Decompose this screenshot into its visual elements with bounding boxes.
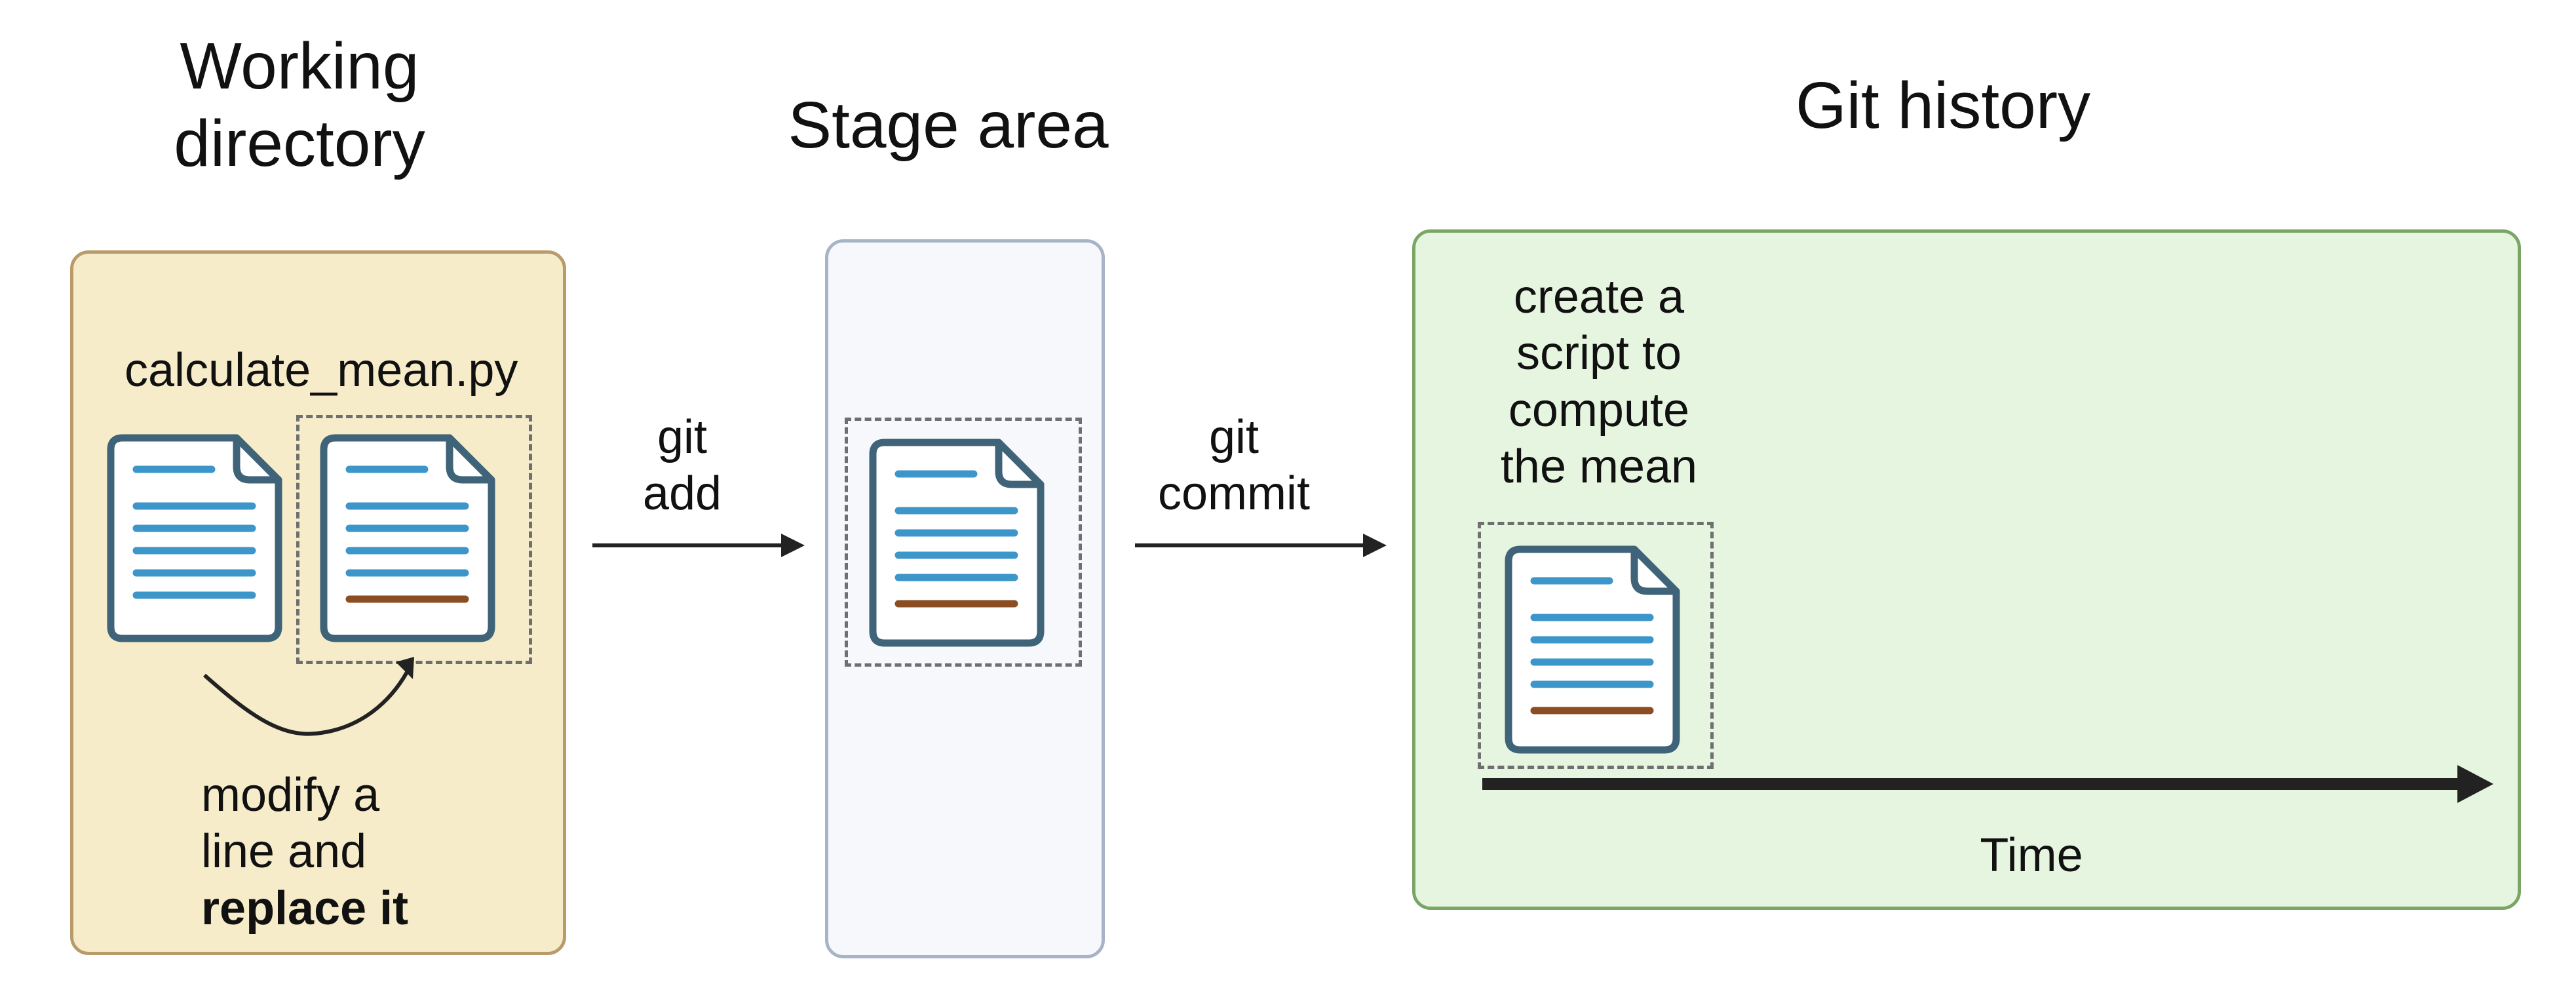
staged-file-dashed-box [845, 418, 1082, 667]
modify-note-line-2: line and [201, 825, 367, 878]
commit-message-line-1: create a [1513, 271, 1685, 323]
git-add-label: git add [643, 409, 721, 522]
git-commit-label-line-2: commit [1158, 467, 1310, 520]
original-file-icon [107, 434, 282, 642]
stage-area-heading: Stage area [788, 88, 1109, 162]
time-axis-label: Time [1980, 829, 2083, 882]
working-directory-heading-line-2: directory [174, 107, 425, 180]
modify-note-bold-line: replace it [201, 882, 409, 935]
committed-file-icon [1505, 545, 1680, 754]
commit-message: create a script to compute the mean [1501, 269, 1697, 496]
commit-message-line-4: the mean [1500, 441, 1698, 494]
git-add-arrowhead-icon [781, 534, 805, 557]
git-commit-label: git commit [1158, 409, 1310, 522]
commit-message-line-3: compute [1508, 383, 1690, 437]
working-directory-heading-line-1: Working [180, 29, 419, 103]
modify-note-line-1: modify a [201, 769, 380, 821]
modified-file-dashed-box [296, 415, 532, 664]
modify-arrowhead-icon [396, 657, 414, 679]
git-add-label-line-2: add [642, 467, 722, 520]
git-commit-arrowhead-icon [1363, 534, 1387, 557]
filename-label: calculate_mean.py [125, 344, 518, 397]
git-history-heading: Git history [1795, 69, 2091, 142]
git-add-label-line-1: git [657, 411, 708, 463]
git-commit-label-line-1: git [1208, 411, 1259, 463]
staged-file-icon [869, 439, 1045, 647]
commit-message-line-2: script to [1516, 327, 1682, 380]
modified-file-icon [320, 434, 495, 642]
committed-file-dashed-box [1478, 522, 1714, 769]
time-axis-arrowhead-icon [2457, 765, 2493, 803]
modify-curve-arrow [203, 662, 413, 736]
modify-note: modify a line and replace it [201, 767, 408, 937]
working-directory-heading: Working directory [174, 28, 425, 182]
